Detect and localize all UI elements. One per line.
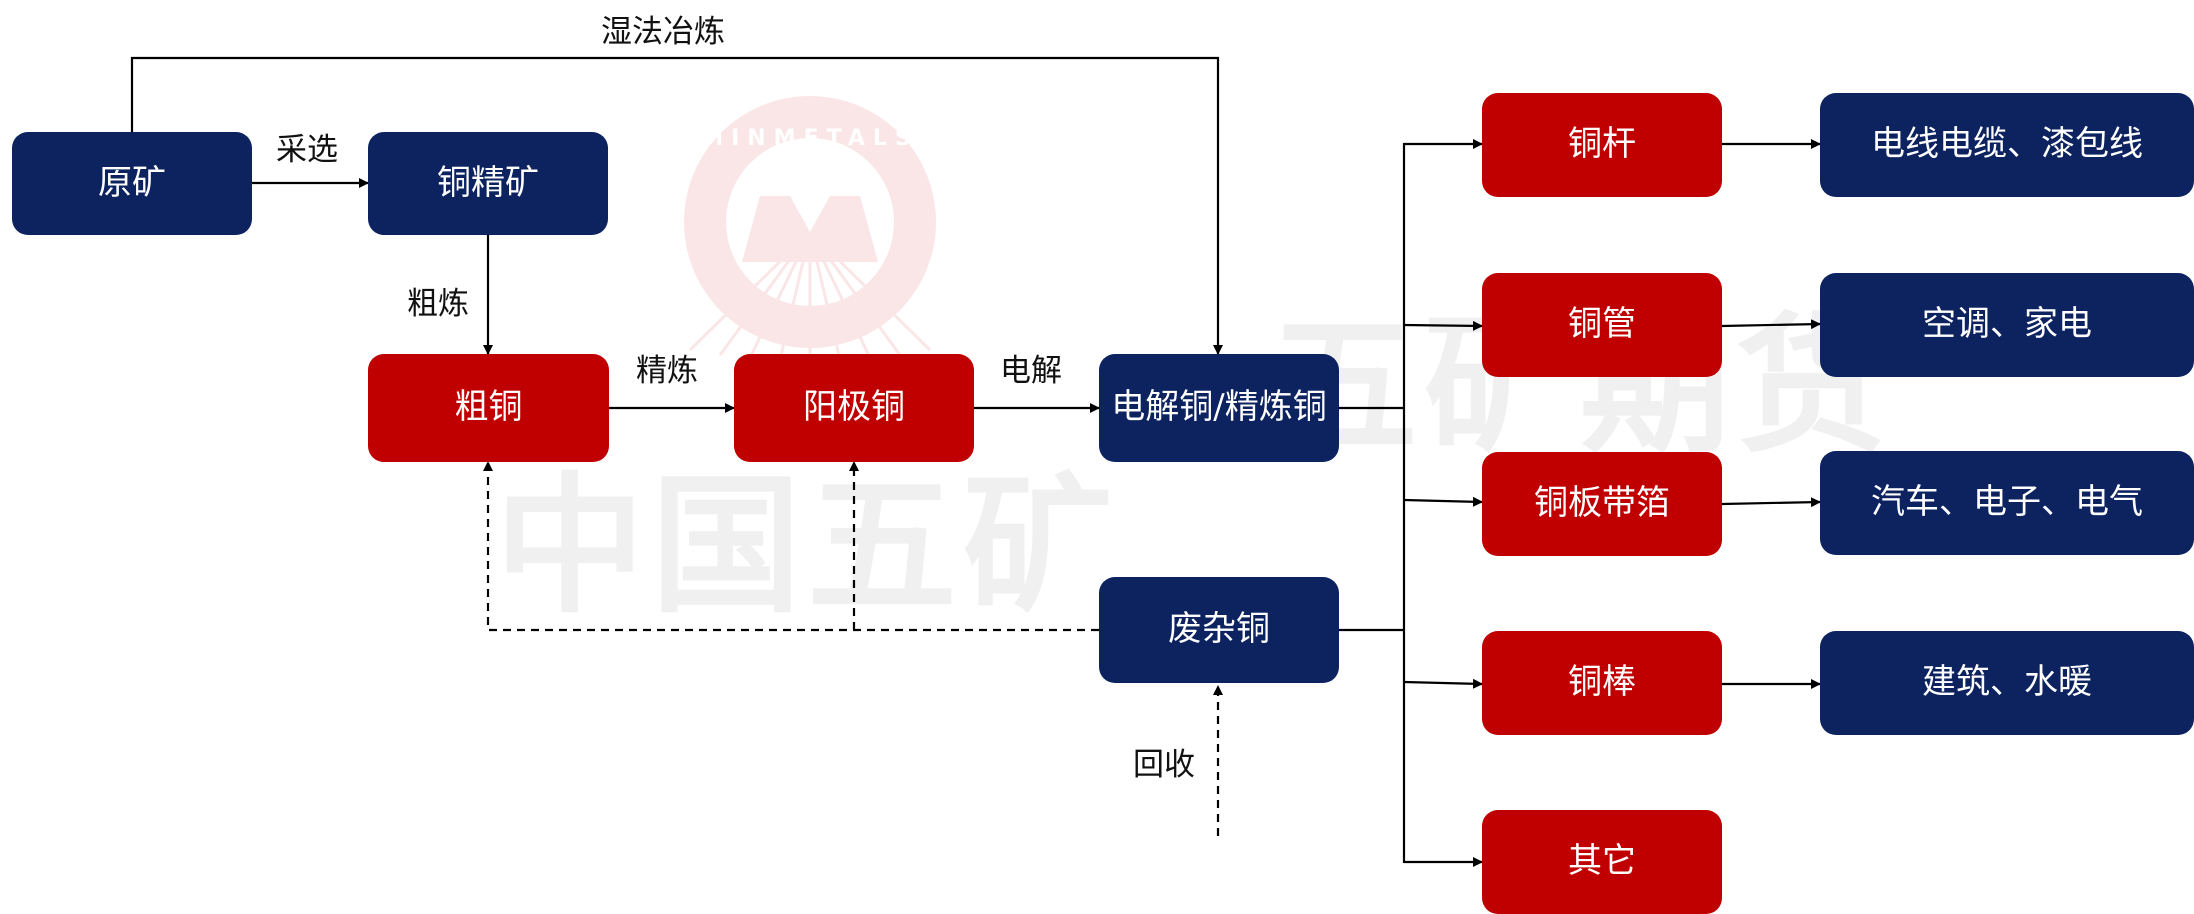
node-copper-concentrate: 铜精矿 — [368, 132, 608, 235]
node-use-air-conditioning: 空调、家电 — [1820, 273, 2194, 377]
minmetals-logo-watermark: MINMETALS — [684, 96, 936, 361]
node-use-construction-plumbing: 建筑、水暖 — [1820, 631, 2194, 735]
node-blister-copper: 粗铜 — [368, 354, 609, 462]
bus-to-tube-connector — [1403, 320, 1483, 331]
tube-to-use-connector — [1721, 319, 1821, 330]
node-ore: 原矿 — [12, 132, 252, 235]
node-scrap-copper: 废杂铜 — [1099, 577, 1339, 683]
label-electrolysis: 电解 — [1000, 353, 1062, 389]
node-copper-plate-strip-foil: 铜板带箔 — [1482, 452, 1722, 556]
plate-to-use-connector — [1721, 497, 1821, 508]
label-beneficiation: 采选 — [276, 132, 338, 168]
node-copper-bar: 铜棒 — [1482, 631, 1722, 735]
node-copper-tube: 铜管 — [1482, 273, 1722, 377]
bus-to-bar-connector — [1403, 678, 1483, 689]
node-copper-rod: 铜杆 — [1482, 93, 1722, 197]
scrap-recycle-connector — [483, 461, 1099, 632]
node-use-automotive-electronics: 汽车、电子、电气 — [1820, 451, 2194, 555]
node-other-products: 其它 — [1482, 810, 1722, 914]
label-hydrometallurgy: 湿法冶炼 — [601, 14, 725, 50]
node-cathode-copper: 电解铜/精炼铜 — [1099, 354, 1339, 462]
label-refining: 精炼 — [636, 353, 698, 389]
bus-to-plate-connector — [1403, 496, 1483, 507]
hydromet-connector — [130, 56, 1223, 355]
watermark-text-china-minmetals: 中国五矿 — [495, 460, 1120, 634]
watermark-logo-text: MINMETALS — [701, 126, 919, 151]
label-rough-smelting: 粗炼 — [407, 286, 469, 322]
node-anode-copper: 阳极铜 — [734, 354, 974, 462]
node-use-wire-cable: 电线电缆、漆包线 — [1820, 93, 2194, 197]
label-recovery: 回收 — [1133, 747, 1195, 783]
